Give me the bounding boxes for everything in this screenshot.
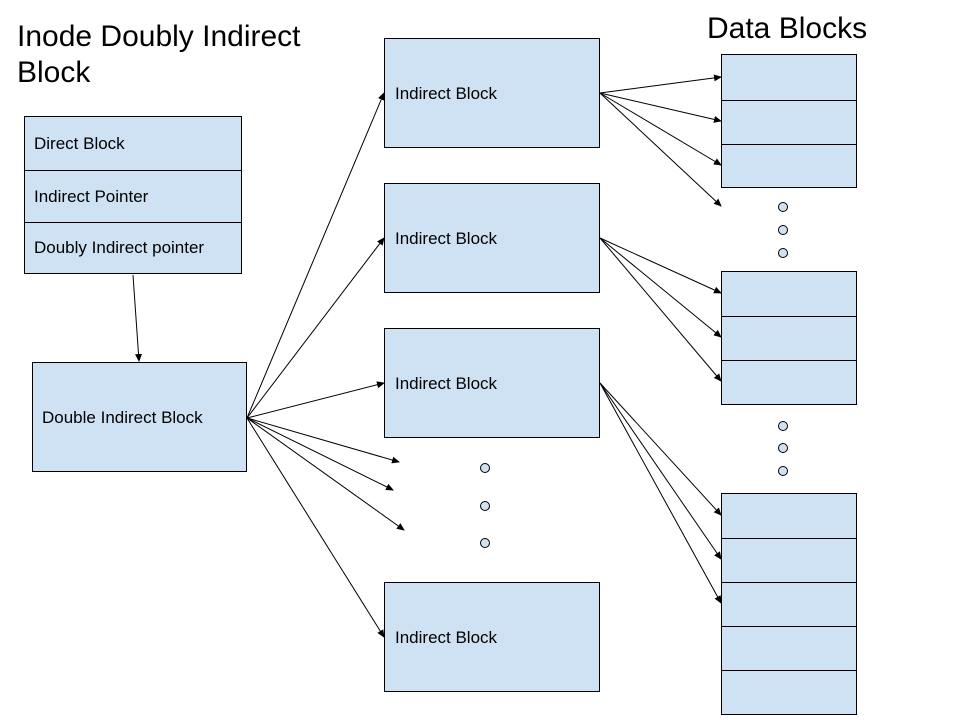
pointer-arrow xyxy=(599,382,722,560)
pointer-arrow xyxy=(599,92,722,207)
pointer-arrow xyxy=(132,274,143,362)
pointer-arrow xyxy=(246,237,385,419)
data-block-stack-2 xyxy=(721,271,857,405)
indirect-block-1: Indirect Block xyxy=(384,38,600,148)
data-block-cell xyxy=(722,538,856,583)
data-blocks-heading: Data Blocks xyxy=(707,12,868,45)
ellipsis-dot xyxy=(778,466,788,476)
data-block-cell xyxy=(722,582,856,627)
pointer-arrow xyxy=(599,382,722,516)
pointer-arrow xyxy=(599,92,722,166)
data-block-stack-3 xyxy=(721,493,857,715)
data-block-cell xyxy=(722,316,856,361)
indirect-block-2: Indirect Block xyxy=(384,183,600,293)
pointer-arrow xyxy=(599,237,722,338)
pointer-arrow xyxy=(599,237,722,382)
inode-row-direct-block: Direct Block xyxy=(34,133,125,153)
ellipsis-dot xyxy=(480,463,490,473)
pointer-arrow xyxy=(599,74,722,94)
pointer-arrow xyxy=(246,417,400,464)
data-block-cell xyxy=(722,144,856,187)
inode-row-doubly-indirect-pointer: Doubly Indirect pointer xyxy=(25,222,241,273)
pointer-arrow xyxy=(599,382,722,604)
pointer-arrow xyxy=(599,92,722,123)
data-block-cell xyxy=(722,360,856,404)
ellipsis-dot xyxy=(480,538,490,548)
data-block-cell xyxy=(722,670,856,714)
indirect-block-label: Indirect Block xyxy=(395,84,498,103)
inode-table: Direct Block Indirect Pointer Doubly Ind… xyxy=(24,116,242,274)
ellipsis-dot xyxy=(778,202,788,212)
pointer-arrow xyxy=(246,92,385,419)
ellipsis-dot xyxy=(778,248,788,258)
double-indirect-block-label: Double Indirect Block xyxy=(42,408,203,427)
indirect-block-3: Indirect Block xyxy=(384,328,600,438)
data-block-stack-1 xyxy=(721,54,857,188)
pointer-arrow xyxy=(246,417,394,491)
data-block-cell xyxy=(722,100,856,144)
pointer-arrow xyxy=(246,417,385,638)
inode-row-indirect-pointer: Indirect Pointer xyxy=(25,170,241,222)
ellipsis-dot xyxy=(480,501,490,511)
pointer-arrow xyxy=(246,417,405,531)
pointer-arrow xyxy=(599,237,722,294)
data-block-cell xyxy=(722,626,856,671)
ellipsis-dot xyxy=(778,225,788,235)
indirect-block-4: Indirect Block xyxy=(384,582,600,692)
ellipsis-dot xyxy=(778,421,788,431)
pointer-arrow xyxy=(246,381,385,419)
indirect-block-label: Indirect Block xyxy=(395,628,498,647)
indirect-block-label: Indirect Block xyxy=(395,229,498,248)
double-indirect-block: Double Indirect Block xyxy=(32,362,247,472)
indirect-block-label: Indirect Block xyxy=(395,374,498,393)
ellipsis-dot xyxy=(778,443,788,453)
diagram-title: Inode Doubly Indirect Block xyxy=(17,20,301,89)
